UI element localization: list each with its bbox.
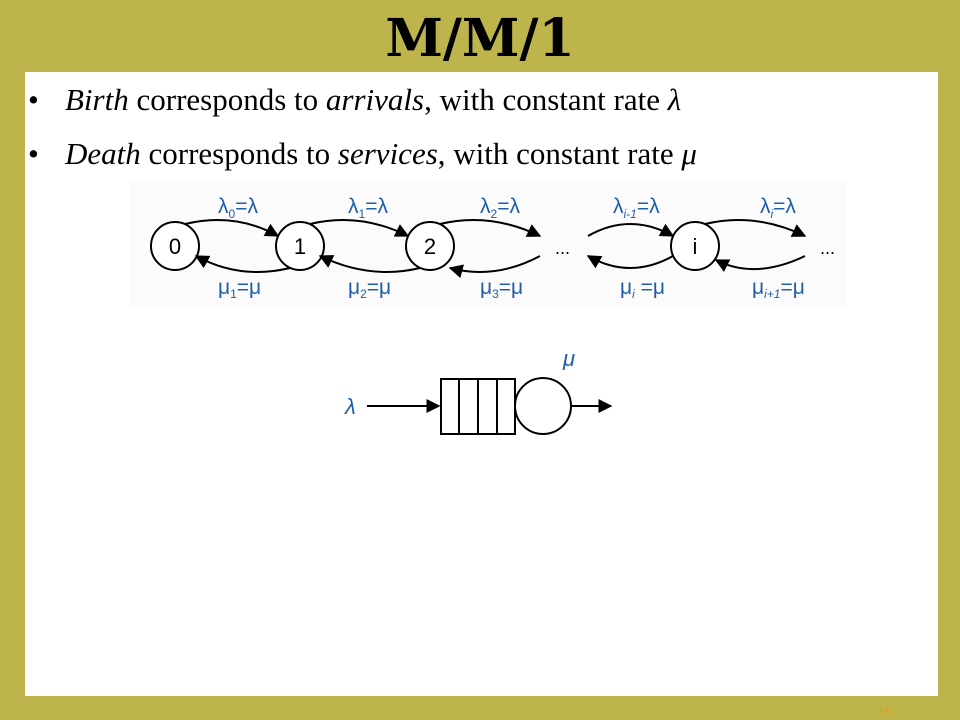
service-rate-label: μ3=μ [480, 276, 523, 301]
chain-ellipsis: ... [555, 238, 570, 258]
slide-content: • Birth corresponds to arrivals, with co… [25, 72, 938, 696]
chain-svg: 0 1 2 i ... ... [150, 195, 835, 301]
arrival-arrow [309, 219, 410, 237]
svg-text:2: 2 [424, 234, 436, 259]
bullet-marker: • [28, 82, 39, 117]
state-0: 0 [150, 221, 200, 271]
service-arrow [586, 255, 674, 269]
arrival-rate-label: λ2=λ [480, 195, 520, 221]
arrival-rate-label: λi-1=λ [613, 195, 660, 221]
service-rate-label: μi =μ [620, 276, 665, 301]
svg-text:i: i [693, 234, 698, 259]
bullet-keyword: services [337, 136, 438, 171]
bullet-phrase: , with constant rate [437, 136, 682, 171]
bullet-phrase: corresponds to [140, 136, 338, 171]
service-arrow [318, 255, 421, 273]
state-2: 2 [405, 221, 455, 271]
bullet-text: Death corresponds to services, with cons… [65, 136, 697, 172]
rate-symbol: λ [667, 82, 682, 117]
service-rate-label: μi+1=μ [752, 276, 805, 301]
slide-title: M/M/1 [385, 8, 575, 69]
bullet-term: Death [65, 136, 141, 171]
queue-svg: λ μ [344, 346, 613, 435]
arrival-rate-label: λ0=λ [218, 195, 258, 221]
service-rate-symbol: μ [562, 346, 575, 371]
bullet-term: Birth [65, 82, 129, 117]
state-i: i [670, 221, 720, 271]
arrival-arrow [184, 219, 280, 237]
slide-number: 15 [878, 704, 893, 719]
arrival-arrow [439, 219, 542, 237]
arrival-rate-symbol: λ [344, 394, 356, 419]
service-rate-label: μ1=μ [218, 276, 261, 301]
arrival-arrow [587, 223, 675, 237]
queue-diagram: λ μ [335, 342, 635, 442]
bullet-keyword: arrivals [325, 82, 425, 117]
bullet-phrase: corresponds to [128, 82, 326, 117]
rate-symbol: μ [681, 136, 697, 171]
arrival-rate-label: λi=λ [760, 195, 796, 221]
bullet-text: Birth corresponds to arrivals, with cons… [65, 82, 681, 118]
bullet-phrase: , with constant rate [424, 82, 668, 117]
service-arrow [714, 255, 806, 272]
svg-text:1: 1 [294, 234, 306, 259]
chain-ellipsis: ... [820, 238, 835, 258]
service-arrow [194, 255, 291, 273]
svg-text:0: 0 [169, 234, 181, 259]
arrival-rate-label: λ1=λ [348, 195, 388, 221]
bullet-marker: • [28, 136, 39, 171]
service-arrow [448, 255, 541, 279]
server-circle [514, 377, 572, 435]
birth-death-chain-diagram: 0 1 2 i ... ... [130, 182, 846, 308]
arrival-arrow [704, 219, 807, 237]
state-1: 1 [275, 221, 325, 271]
queue-buffer [440, 378, 516, 435]
service-rate-label: μ2=μ [348, 276, 391, 301]
